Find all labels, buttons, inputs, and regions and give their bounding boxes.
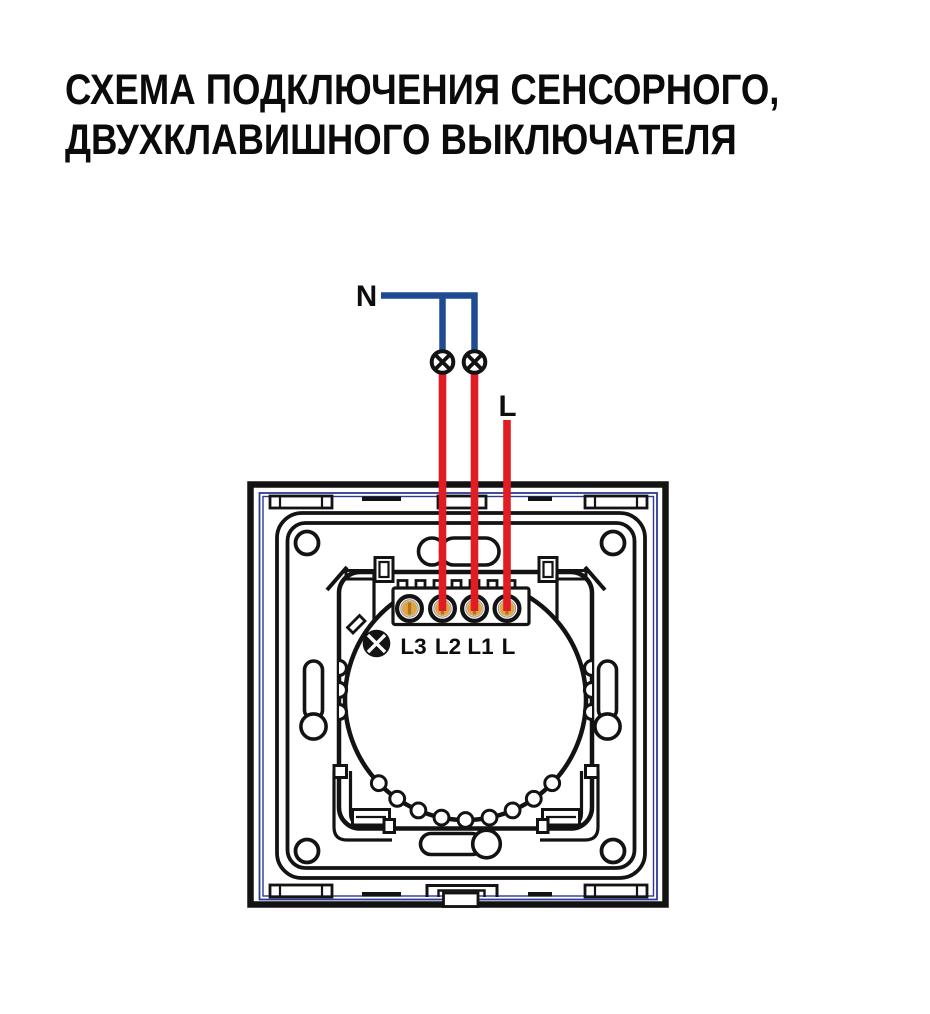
mounting-clip [436,494,488,510]
screw-hole [599,529,627,557]
mounting-clip [583,494,649,510]
mounting-clip-notch [593,885,639,897]
terminal-label-l1: L1 [467,634,493,659]
wiring: N L [356,280,517,611]
mounting-clip [583,883,649,899]
indicator-slot [345,613,367,635]
claw-brackets [325,556,607,842]
mounting-clip-notch [437,889,486,897]
screw-holes [293,529,627,865]
mounting-clip-notch [593,496,639,508]
mounting-tab [362,496,401,501]
fixing-slot [470,828,503,860]
mounting-tab [528,496,552,501]
mounting-clip [268,494,334,510]
line-wires [438,372,511,611]
screw-hole [293,837,321,865]
terminal-screw-slot [407,602,412,615]
top-mounting-clips [268,494,649,510]
inner-frame-outer [275,511,647,880]
line-label: L [498,390,516,423]
title-line-2: ДВУХКЛАВИШНОГО ВЫКЛЮЧАТЕЛЯ [65,116,737,164]
lamp-icon [461,349,488,375]
lamp-icon [429,349,456,375]
screw-cross-icon [366,633,387,654]
fixing-slot [438,536,501,567]
adjust-screw [362,629,391,658]
mechanism-body [338,574,593,829]
fixing-slots [299,536,622,860]
mounting-clip [425,884,499,897]
mounting-tab [528,892,552,897]
bottom-mounting-clips [268,883,649,908]
neutral-label: N [356,280,377,313]
fixing-slot [596,659,619,721]
neutral-wire [381,292,478,352]
fixing-slot [299,712,328,741]
terminal-block: L3 L2 L1 L [391,576,531,659]
mounting-clip-notch [278,885,324,897]
mounting-clip [268,883,334,899]
bottom-latch-tab [442,891,480,908]
housing-edge [372,574,559,623]
title-line-1: СХЕМА ПОДКЛЮЧЕНИЯ СЕНСОРНОГО, [65,66,780,114]
terminal-l3 [395,593,425,623]
fixing-slot [593,712,622,741]
fixing-slot [302,659,325,721]
mounting-tab [362,892,401,897]
claw-bracket-top-left [325,556,395,592]
claw-bracket-bottom-left [332,764,396,842]
mounting-clip-notch [278,496,324,508]
terminal-label-l3: L3 [400,634,426,659]
screw-hole [293,529,321,557]
claw-bracket-top-right [537,556,607,592]
terminal-label-l: L [502,634,516,659]
page-title: СХЕМА ПОДКЛЮЧЕНИЯ СЕНСОРНОГО, ДВУХКЛАВИШ… [65,65,779,165]
mechanism-teeth [369,774,562,829]
switch-back-view: L3 L2 L1 L [247,481,669,908]
screw-hole [599,837,627,865]
claw-bracket-bottom-right [536,764,600,842]
inner-frame-inner [285,521,637,870]
plate-edge-bumps [338,658,593,722]
terminal-label-l2: L2 [435,634,461,659]
